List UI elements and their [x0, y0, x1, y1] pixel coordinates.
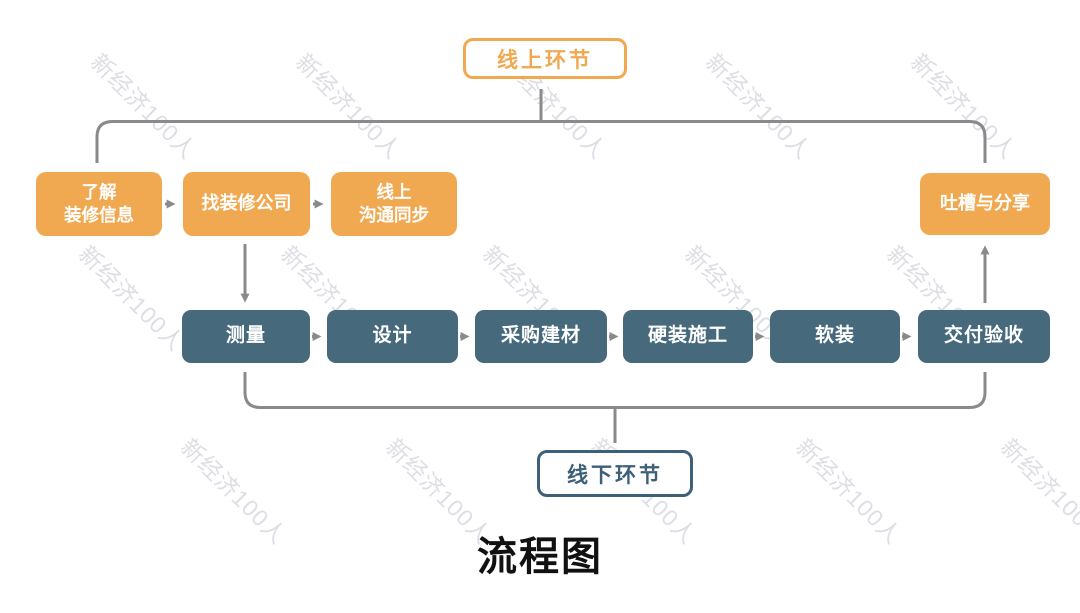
badge-online-phase: 线上环节: [463, 38, 627, 79]
node-purchase-materials: 采购建材: [475, 310, 607, 363]
top-bracket: [95, 120, 987, 163]
node-design: 设计: [327, 310, 458, 363]
node-learn-info: 了解 装修信息: [36, 172, 162, 236]
node-find-company: 找装修公司: [183, 172, 310, 236]
node-soft-furnishing: 软装: [770, 310, 900, 363]
diagram-title: 流程图: [477, 534, 603, 579]
node-feedback-share: 吐槽与分享: [920, 173, 1050, 235]
node-hard-construction: 硬装施工: [623, 310, 753, 363]
node-delivery-acceptance: 交付验收: [918, 310, 1050, 363]
bottom-bracket: [243, 372, 987, 409]
node-measure: 测量: [182, 310, 310, 363]
node-online-sync: 线上 沟通同步: [331, 172, 457, 236]
badge-offline-phase: 线下环节: [537, 450, 693, 497]
